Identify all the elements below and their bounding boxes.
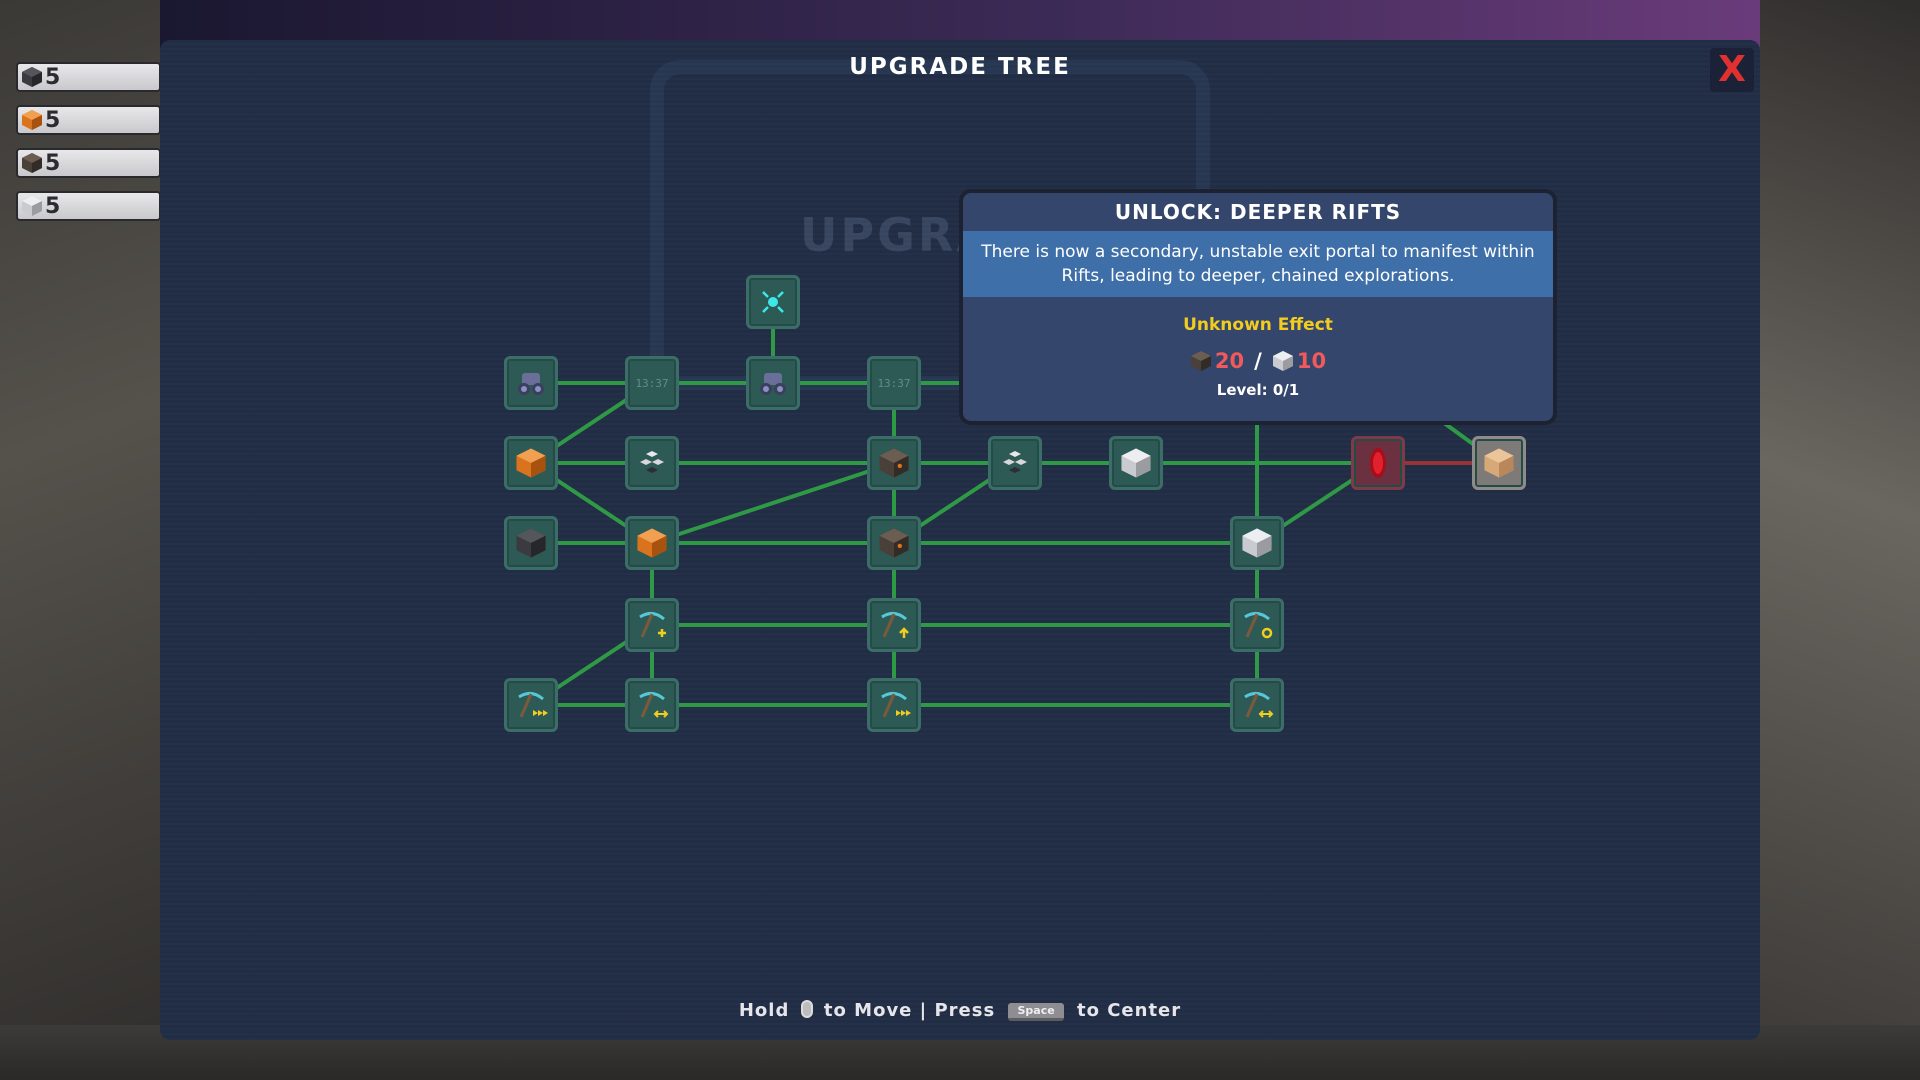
timer-icon: 13:37 [635,376,669,390]
hint-hold: Hold [738,1000,790,1021]
cube-cluster-icon [1003,451,1027,473]
orange-cube-icon [516,448,546,478]
resource-rusty-cube: 5 [16,148,161,178]
upgrade-node-pickaxe-fast-2[interactable] [867,678,921,732]
pickaxe-plus-icon [639,612,666,638]
cost-amount: 10 [1296,349,1327,373]
tooltip-effect: Unknown Effect [1183,315,1333,335]
upgrade-node-timer-1[interactable]: 13:37 [625,356,679,410]
pickaxe-range-icon [1244,692,1274,718]
upgrade-node-timer-2[interactable]: 13:37 [867,356,921,410]
upgrade-tree-panel[interactable]: UPGRA UPGRADE TREE X [160,40,1760,1040]
drone-icon [760,373,786,395]
upgrade-node-portal[interactable] [746,275,800,329]
upgrade-node-pickaxe-plus[interactable] [625,598,679,652]
silver-cube-icon [21,195,43,217]
tooltip-cost: 20 / 10 [963,349,1553,373]
red-portal-icon [1370,448,1386,478]
hint-move: to Move | Press [823,1000,996,1021]
resource-silver-cube: 5 [16,191,161,221]
upgrade-node-pickaxe-cycle[interactable] [1230,598,1284,652]
drone-icon [518,373,544,395]
upgrade-tooltip: UNLOCK: DEEPER RIFTS There is now a seco… [959,189,1557,425]
upgrade-node-drone-1[interactable] [504,356,558,410]
upgrade-node-cluster-1[interactable] [625,436,679,490]
dark-cube-icon [21,66,43,88]
mouse-icon [800,1000,813,1018]
upgrade-node-cluster-2[interactable] [988,436,1042,490]
upgrade-node-pickaxe-range-1[interactable] [625,678,679,732]
cube-cluster-icon [640,451,664,473]
upgrade-node-silver-1[interactable] [1109,436,1163,490]
orange-cube-icon [637,528,667,558]
resource-dark-cube: 5 [16,62,161,92]
upgrade-node-deeper-rifts[interactable] [1351,436,1405,490]
resource-orange-cube: 5 [16,105,161,135]
resource-count: 5 [45,64,61,90]
resource-count: 5 [45,193,61,219]
upgrade-node-tan[interactable] [1472,436,1526,490]
pickaxe-range-icon [639,692,669,718]
pickaxe-arrow-up-icon [881,612,909,638]
tooltip-level: Level: 0/1 [1216,381,1300,399]
space-key-icon: Space [1008,1003,1064,1021]
cost-separator: / [1254,349,1262,373]
page-title: UPGRADE TREE [849,54,1071,80]
pickaxe-cycle-icon [1244,612,1273,639]
portal-sparkle-icon [762,291,784,313]
resource-count: 5 [45,107,61,133]
timer-icon: 13:37 [877,376,911,390]
upgrade-node-pickaxe-fast-1[interactable] [504,678,558,732]
rusty-cube-icon [879,448,909,478]
hint-center: to Center [1076,1000,1182,1021]
rusty-cube-icon [1190,351,1211,371]
silver-cube-icon [1242,528,1272,558]
upgrade-node-pickaxe-up[interactable] [867,598,921,652]
cost-amount: 20 [1214,349,1245,373]
tooltip-description: There is now a secondary, unstable exit … [963,231,1553,297]
tan-cube-icon [1484,448,1514,478]
controls-hint: Hold to Move | Press Space to Center [160,1000,1760,1021]
upgrade-node-orange-1[interactable] [504,436,558,490]
orange-cube-icon [21,109,43,131]
dark-cube-icon [516,528,546,558]
upgrade-node-rusty-1[interactable] [867,436,921,490]
pickaxe-fast-icon [518,692,548,718]
upgrade-node-silver-2[interactable] [1230,516,1284,570]
upgrade-node-orange-2[interactable] [625,516,679,570]
tooltip-title: UNLOCK: DEEPER RIFTS [1114,200,1402,224]
pickaxe-fast-icon [881,692,911,718]
upgrade-node-rusty-2[interactable] [867,516,921,570]
rusty-cube-icon [879,528,909,558]
upgrade-node-dark-1[interactable] [504,516,558,570]
upgrade-node-drone-2[interactable] [746,356,800,410]
upgrade-node-pickaxe-range-2[interactable] [1230,678,1284,732]
close-button[interactable]: X [1710,48,1754,92]
resource-count: 5 [45,150,61,176]
resource-panel: 5 5 5 5 [16,62,161,234]
silver-cube-icon [1121,448,1151,478]
rusty-cube-icon [21,152,43,174]
silver-cube-icon [1272,351,1293,371]
